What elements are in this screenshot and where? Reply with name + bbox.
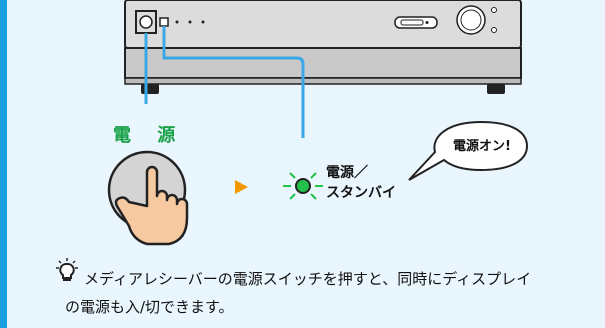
speech-bubble [408, 120, 529, 181]
led-callout-line [162, 26, 305, 138]
power-standby-label: 電源／ スタンバイ [326, 163, 396, 203]
power-label: 電 源 [113, 125, 186, 146]
tip-line-2: の電源も入/切できます。 [65, 298, 234, 316]
diagram-panel: 電 源 電源／ スタンバイ 電源オン! メディアレシーバーの電源スイッチを押すと… [7, 0, 605, 328]
led-label-line-2: スタンバイ [326, 185, 396, 201]
lightbulb-icon [56, 258, 78, 281]
speech-bubble-text: 電源オン! [453, 139, 511, 154]
led-label-line-1: 電源／ [326, 165, 368, 181]
arrow-right-icon [235, 180, 248, 194]
power-switch-illustration [107, 150, 189, 246]
standby-led-outline [159, 17, 169, 27]
tip-line-1: メディアレシーバーの電源スイッチを押すと、同時にディスプレイ [84, 270, 532, 288]
power-diagram [56, 0, 529, 281]
tip-text: メディアレシーバーの電源スイッチを押すと、同時にディスプレイ の電源も入/切でき… [65, 265, 595, 321]
led-lit-icon [283, 172, 323, 200]
pressing-hand-icon [114, 165, 189, 246]
media-receiver-illustration [124, 0, 522, 94]
